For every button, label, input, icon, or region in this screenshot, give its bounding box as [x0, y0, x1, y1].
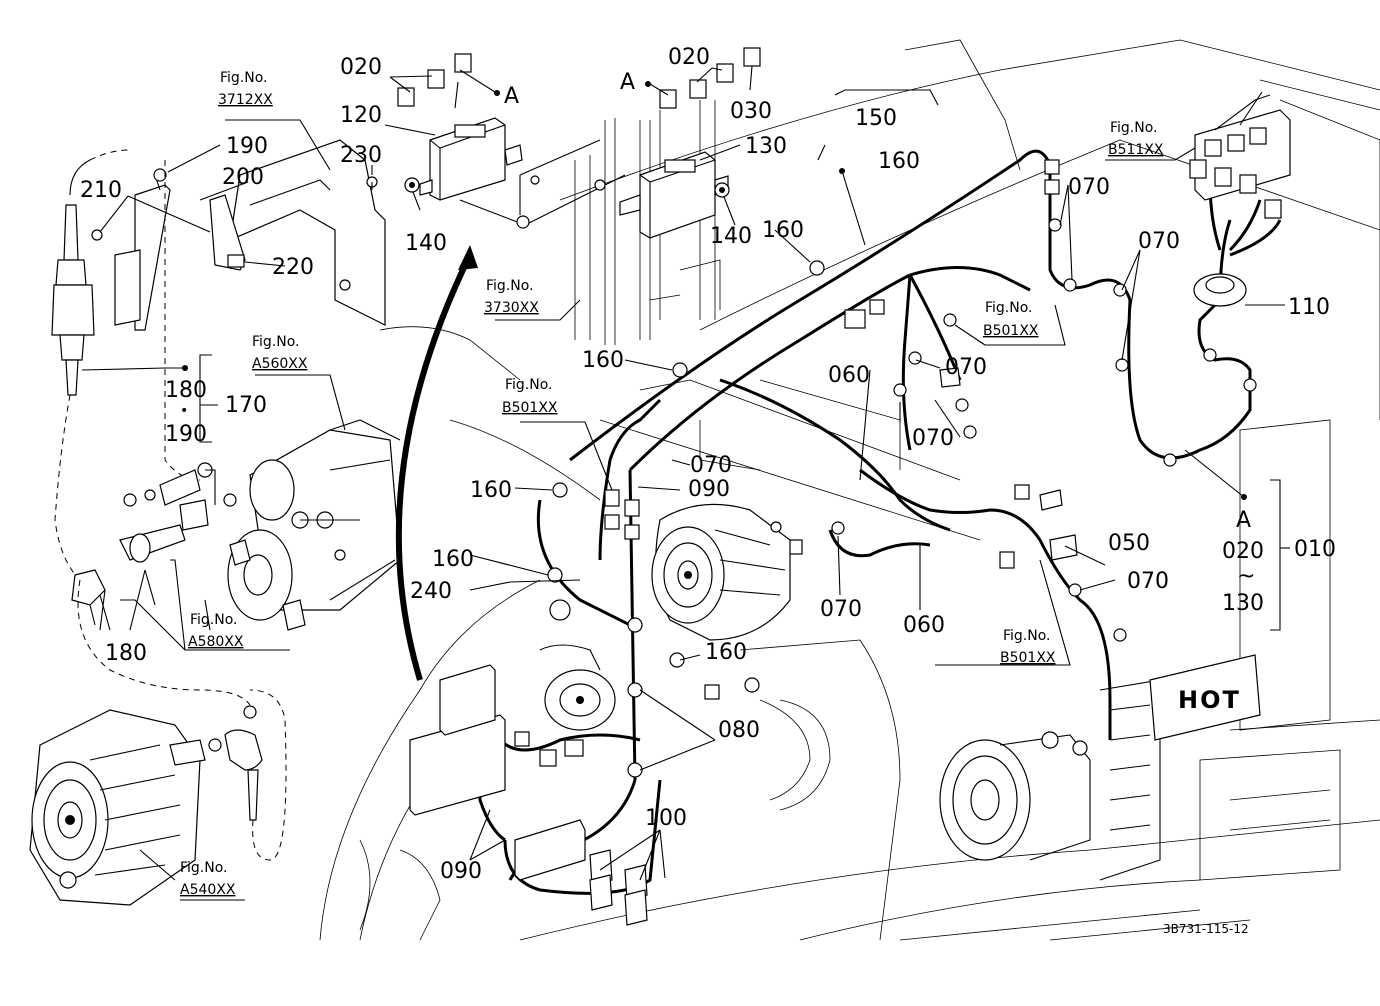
relay-120 — [419, 117, 626, 229]
callout-range-dot: • — [180, 403, 188, 419]
callout-marker-a: A — [1236, 508, 1251, 533]
callout-180: 180 — [165, 378, 207, 403]
callout-080: 080 — [718, 718, 760, 743]
harness-connectors — [604, 159, 1078, 700]
callout-160: 160 — [762, 218, 804, 243]
leader-lines — [81, 65, 1290, 901]
fig-label: Fig.No. — [985, 300, 1033, 316]
callout-190: 190 — [226, 134, 268, 159]
callout-range-start-020: 020 — [1222, 539, 1264, 564]
fig-label: Fig.No. — [252, 334, 300, 350]
callout-060: 060 — [828, 363, 870, 388]
grommet-110 — [1193, 273, 1247, 307]
callout-070: 070 — [1068, 175, 1110, 200]
drawing-number: 3B731-115-12 — [1163, 922, 1249, 936]
fig-ref-b511xx: B511XX — [1108, 142, 1164, 158]
callout-160: 160 — [432, 547, 474, 572]
callout-130: 130 — [745, 134, 787, 159]
callout-010: 010 — [1294, 537, 1336, 562]
callout-070: 070 — [912, 426, 954, 451]
fig-label: Fig.No. — [1110, 120, 1158, 136]
starter-cable — [71, 462, 237, 631]
callout-180: 180 — [105, 641, 147, 666]
callout-050: 050 — [1108, 531, 1150, 556]
fig-label: Fig.No. — [190, 612, 238, 628]
callout-070: 070 — [1127, 569, 1169, 594]
fig-label: Fig.No. — [486, 278, 534, 294]
assembly-direction-arrow — [395, 253, 473, 681]
callout-220: 220 — [272, 255, 314, 280]
callout-labels: 020 A 120 230 140 A 020 030 130 140 150 … — [80, 45, 1336, 884]
hot-plate-text: HOT — [1178, 686, 1241, 714]
figure-references: Fig.No. 3712XX Fig.No. A560XX Fig.No. A5… — [180, 70, 1164, 898]
callout-240: 240 — [410, 579, 452, 604]
callout-110: 110 — [1288, 295, 1330, 320]
callout-160: 160 — [878, 149, 920, 174]
fig-ref-b501xx: B501XX — [1000, 650, 1056, 666]
callout-230: 230 — [340, 143, 382, 168]
callout-marker-a: A — [504, 84, 519, 109]
callout-range-tilde: ~ — [1237, 564, 1255, 589]
mounting-bracket — [91, 139, 386, 331]
fig-label: Fig.No. — [505, 377, 553, 393]
fig-ref-b501xx: B501XX — [983, 323, 1039, 339]
callout-160: 160 — [470, 478, 512, 503]
callout-120: 120 — [340, 103, 382, 128]
callout-060: 060 — [903, 613, 945, 638]
callout-140: 140 — [405, 231, 447, 256]
harness-clamps — [547, 218, 1257, 778]
callout-030: 030 — [730, 99, 772, 124]
callout-020: 020 — [340, 55, 382, 80]
fig-ref-a560xx: A560XX — [252, 356, 308, 372]
hot-warning-plate: HOT — [1149, 654, 1261, 741]
controller-box — [409, 664, 648, 926]
fig-label: Fig.No. — [180, 860, 228, 876]
callout-070: 070 — [690, 453, 732, 478]
sensor-plug — [51, 149, 201, 581]
callout-200: 200 — [222, 165, 264, 190]
callout-160: 160 — [705, 640, 747, 665]
alternator-left — [29, 579, 287, 906]
compressor-left — [539, 599, 616, 731]
fig-ref-a540xx: A540XX — [180, 882, 236, 898]
machine-body-outline — [319, 39, 1380, 941]
fig-ref-3712xx: 3712XX — [218, 92, 273, 108]
callout-160: 160 — [582, 348, 624, 373]
fuses — [397, 47, 761, 109]
compressor-right — [939, 679, 1161, 881]
assembly-arrow-head — [458, 245, 478, 270]
callout-090: 090 — [688, 477, 730, 502]
callout-070: 070 — [945, 355, 987, 380]
callout-100: 100 — [645, 806, 687, 831]
callout-150: 150 — [855, 106, 897, 131]
nuts — [404, 177, 730, 198]
callout-090: 090 — [440, 859, 482, 884]
callout-020: 020 — [668, 45, 710, 70]
fig-label: Fig.No. — [1003, 628, 1051, 644]
fig-ref-a580xx: A580XX — [188, 634, 244, 650]
callout-range-end-130: 130 — [1222, 591, 1264, 616]
callout-070: 070 — [1138, 229, 1180, 254]
fig-label: Fig.No. — [220, 70, 268, 86]
fig-ref-b501xx: B501XX — [502, 400, 558, 416]
callout-140: 140 — [710, 224, 752, 249]
starter-motor — [227, 419, 401, 631]
fuse-box-b511 — [1189, 91, 1291, 219]
callout-070: 070 — [820, 597, 862, 622]
callout-170: 170 — [225, 393, 267, 418]
relay-130 — [619, 151, 729, 239]
callout-210: 210 — [80, 178, 122, 203]
fig-ref-3730xx: 3730XX — [484, 300, 539, 316]
callout-190: 190 — [165, 422, 207, 447]
alternator-center — [651, 503, 791, 641]
callout-marker-a: A — [620, 70, 635, 95]
